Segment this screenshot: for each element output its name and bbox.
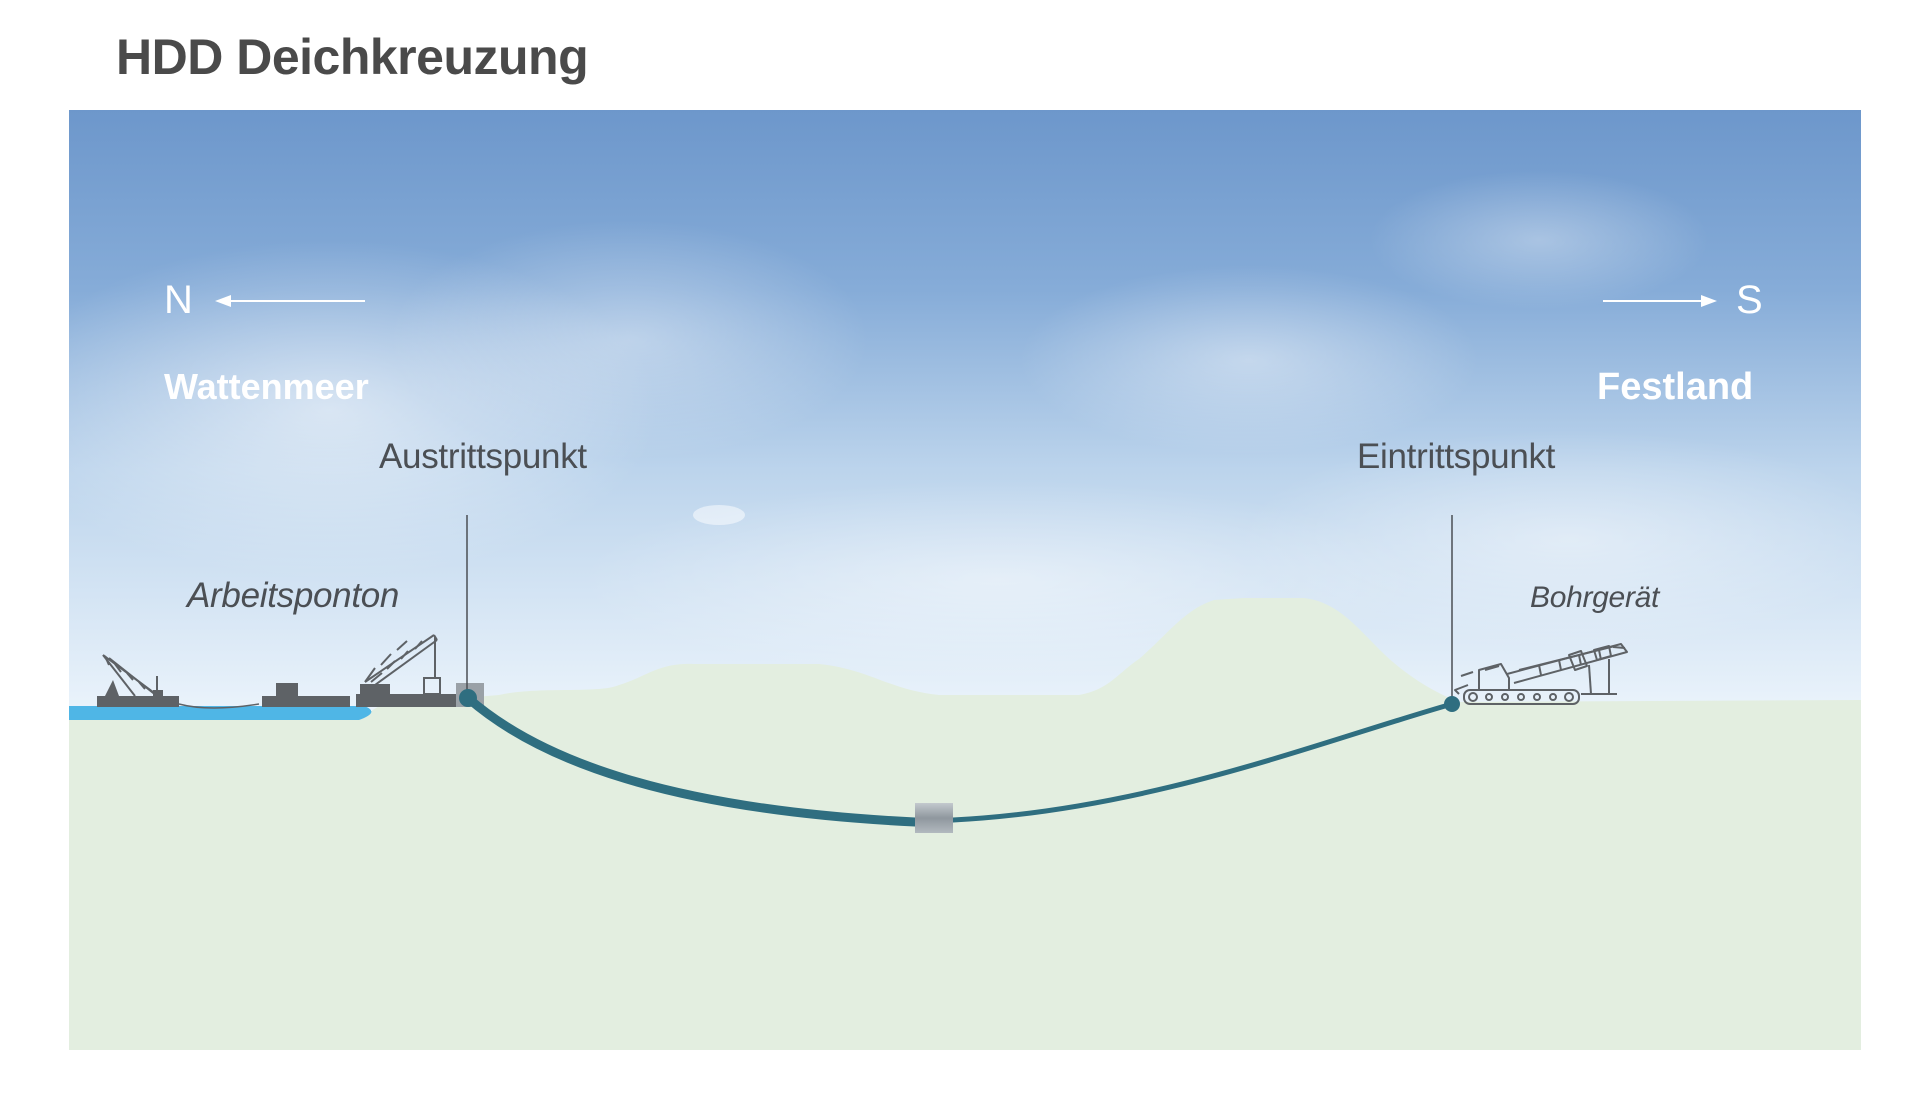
exit-point-marker: [459, 689, 477, 707]
south-arrow-icon: [1603, 295, 1717, 307]
pontoon-barge-crane: [356, 634, 468, 707]
reamer-connector: [915, 803, 953, 833]
south-label: S: [1736, 278, 1763, 322]
ground-dike: [69, 598, 1861, 1050]
exit-point-label: Austrittspunkt: [379, 437, 587, 476]
north-arrow-icon: [215, 295, 365, 307]
diagram-illustration: [69, 110, 1861, 1050]
water: [69, 706, 372, 720]
diagram-panel: N S Wattenmeer Festland Austrittspunkt E…: [69, 110, 1861, 1050]
mooring-line: [178, 703, 260, 709]
drill-path-left: [463, 693, 920, 827]
drill-path-right: [950, 701, 1455, 823]
drilling-rig: [1454, 643, 1628, 705]
north-label: N: [164, 278, 193, 322]
drill-rig-label: Bohrgerät: [1530, 581, 1660, 614]
page-title: HDD Deichkreuzung: [116, 29, 589, 85]
region-label-wattenmeer: Wattenmeer: [164, 366, 369, 407]
region-label-festland: Festland: [1597, 366, 1754, 408]
pontoon-label: Arbeitsponton: [187, 576, 400, 615]
pontoon-barge-middle: [262, 683, 350, 707]
pontoon-barge-small: [97, 654, 179, 707]
entry-point-marker: [1444, 696, 1460, 712]
entry-point-label: Eintrittspunkt: [1357, 437, 1556, 476]
